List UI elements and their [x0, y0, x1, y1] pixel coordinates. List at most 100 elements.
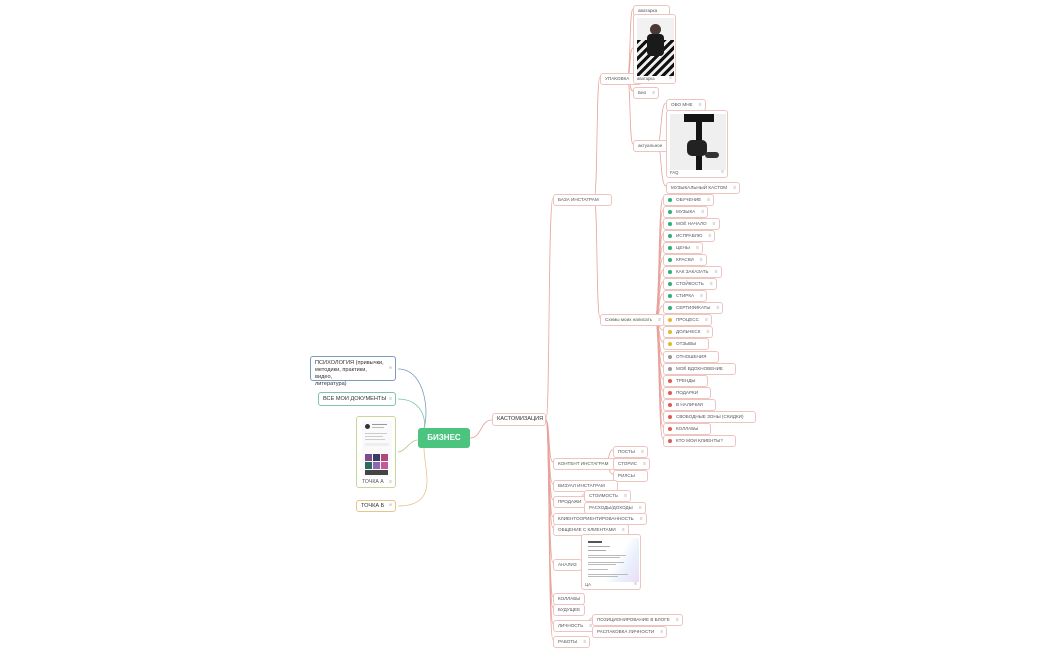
faq-card[interactable]: FAQ ≡ [666, 110, 728, 178]
point-a-thumbnail [362, 421, 392, 477]
psychology-line-1: ПСИХОЛОГИЯ (привычки, [315, 360, 384, 366]
content-label: КОНТЕНТ ИНСТАГРАМ [558, 461, 609, 466]
note-icon: ≡ [389, 479, 392, 485]
customization-node[interactable]: КАСТОМИЗАЦИЯ [492, 413, 546, 426]
topic-item[interactable]: ПРОЦЕСС≡ [663, 314, 712, 326]
topic-item[interactable]: В НАЛИЧИИ [663, 399, 716, 411]
topic-label: ДОЛЬЧЕСК [676, 329, 701, 334]
bio-node[interactable]: Био ≡ [633, 87, 660, 99]
faq-photo [670, 114, 726, 170]
faq-caption: FAQ [670, 170, 679, 175]
client-talk-label: ОБЩЕНИЕ С КЛИЕНТАМИ [558, 527, 616, 532]
topic-color-dot [668, 378, 672, 383]
content-item-reels[interactable]: РИЛСЫ [613, 470, 648, 482]
topic-item[interactable]: ПОДАРКИ [663, 387, 711, 399]
topic-item[interactable]: КОЛЛАБЫ [663, 423, 712, 435]
content-item-posts[interactable]: ПОСТЫ ≡ [613, 446, 648, 458]
note-icon: ≡ [699, 257, 703, 263]
music-custom-label: МУЗЫКАЛЬНЫЙ КАСТОМ [671, 185, 728, 190]
topic-label: СТОЙКОСТЬ [676, 281, 704, 286]
music-custom-node[interactable]: МУЗЫКАЛЬНЫЙ КАСТОМ ≡ [666, 182, 741, 194]
avatar-card[interactable]: аватарка ≡ [633, 14, 676, 84]
note-icon: ≡ [716, 305, 720, 311]
point-b-node[interactable]: ТОЧКА Б ≡ [356, 500, 396, 512]
note-icon: ≡ [708, 233, 712, 239]
topic-item[interactable]: СТИРКА ≡ [663, 290, 708, 302]
note-icon: ≡ [733, 185, 737, 191]
avatar-photo [637, 18, 674, 76]
note-icon: ≡ [705, 317, 708, 323]
content-node[interactable]: КОНТЕНТ ИНСТАГРАМ ≡ [553, 458, 622, 470]
personality-item-label: РАСПАКОВКА ЛИЧНОСТИ [597, 629, 655, 634]
sales-item-cost[interactable]: СТОИМОСТЬ ≡ [584, 490, 632, 502]
topic-item[interactable]: КАК ЗАКАЗАТЬ≡ [663, 266, 722, 278]
topic-color-dot [668, 438, 672, 443]
topic-item[interactable]: ТРЕНДЫ [663, 375, 709, 387]
topic-item[interactable]: ИСПРАВЛЮ ≡ [663, 230, 716, 242]
avatar-top-label: аватарка [638, 8, 658, 13]
topic-label: ОТЗЫВЫ [676, 341, 697, 346]
analysis-card[interactable]: ЦА ≡ [581, 534, 641, 590]
note-icon: ≡ [589, 623, 593, 629]
topic-color-dot [668, 209, 672, 214]
topic-label: СЕРТИФИКАТЫ [676, 305, 711, 310]
instagram-base-label: БАЗА ИНСТАГРАМ [558, 197, 599, 202]
topic-color-dot [668, 341, 672, 346]
note-icon: ≡ [695, 245, 699, 251]
sales-item-label: СТОИМОСТЬ [589, 493, 619, 498]
point-a-label: ТОЧКА А [362, 479, 384, 485]
analysis-node[interactable]: АНАЛИЗ [553, 559, 582, 571]
topic-item[interactable]: ОТНОШЕНИЯ [663, 351, 720, 363]
write-schemes-label: Схемы моих написать [605, 317, 653, 322]
instagram-base-node[interactable]: БАЗА ИНСТАГРАМ [553, 194, 612, 206]
point-b-label: ТОЧКА Б [361, 503, 385, 509]
topic-item[interactable]: МУЗЫКА≡ [663, 206, 709, 218]
note-icon: ≡ [700, 293, 704, 299]
topic-color-dot [668, 305, 672, 310]
topic-item[interactable]: ДОЛЬЧЕСК≡ [663, 326, 714, 338]
all-documents-node[interactable]: ВСЕ МОИ ДОКУМЕНТЫ ≡ [318, 392, 396, 406]
note-icon: ≡ [660, 629, 664, 635]
point-a-card[interactable]: ТОЧКА А ≡ [356, 416, 396, 488]
content-item-stories[interactable]: СТОРИС ≡ [613, 458, 651, 470]
topic-item[interactable]: КТО МОИ КЛИЕНТЫ? [663, 435, 736, 447]
topic-color-dot [668, 221, 672, 226]
topic-item[interactable]: ЦЕНЫ ≡ [663, 242, 703, 254]
works-label: РАБОТЫ [558, 639, 578, 644]
note-icon: ≡ [389, 396, 392, 402]
topic-label: ЦЕНЫ [676, 245, 690, 250]
topic-label: СВОБОДНЫЕ ЗОНЫ (СКИДКИ) [676, 414, 744, 419]
psychology-node[interactable]: ПСИХОЛОГИЯ (привычки, методики, практики… [310, 356, 396, 387]
works-node[interactable]: РАБОТЫ ≡ [553, 636, 591, 648]
topic-color-dot [668, 329, 672, 334]
topic-item[interactable]: СВОБОДНЫЕ ЗОНЫ (СКИДКИ) [663, 411, 757, 423]
topic-item[interactable]: ОТЗЫВЫ [663, 338, 710, 350]
topic-label: КОЛЛАБЫ [676, 426, 699, 431]
personality-node[interactable]: ЛИЧНОСТЬ ≡ [553, 620, 597, 632]
root-node[interactable]: БИЗНЕС [418, 428, 470, 448]
sales-label: ПРОДАЖИ [558, 499, 582, 504]
personality-item-label: ПОЗИЦИОНИРОВАНИЕ В БЛОГЕ [597, 617, 670, 622]
content-item-label: ПОСТЫ [618, 449, 635, 454]
topic-item[interactable]: СЕРТИФИКАТЫ ≡ [663, 302, 724, 314]
future-label: БУДУЩЕЕ [558, 607, 581, 612]
note-icon: ≡ [389, 502, 392, 509]
note-icon: ≡ [634, 581, 637, 587]
topic-label: СТИРКА [676, 293, 695, 298]
personality-item-positioning[interactable]: ПОЗИЦИОНИРОВАНИЕ В БЛОГЕ ≡ [592, 614, 683, 626]
note-icon: ≡ [721, 169, 724, 175]
future-node[interactable]: БУДУЩЕЕ [553, 604, 586, 616]
personality-item-unpacking[interactable]: РАСПАКОВКА ЛИЧНОСТИ ≡ [592, 626, 668, 638]
topic-label: КТО МОИ КЛИЕНТЫ? [676, 438, 723, 443]
note-icon: ≡ [714, 269, 718, 275]
topic-item[interactable]: МОЁ НАЧАЛО≡ [663, 218, 720, 230]
note-icon: ≡ [624, 493, 628, 499]
topic-item[interactable]: ОБУЧЕНИЕ≡ [663, 194, 715, 206]
topic-label: ИСПРАВЛЮ [676, 233, 703, 238]
topic-item[interactable]: СТОЙКОСТЬ≡ [663, 278, 717, 290]
analysis-label: АНАЛИЗ [558, 562, 577, 567]
topic-label: ПОДАРКИ [676, 390, 698, 395]
topic-item[interactable]: КРАСКИ≡ [663, 254, 707, 266]
write-schemes-node[interactable]: Схемы моих написать ≡ [600, 314, 666, 326]
topic-item[interactable]: МОЁ ВДОХНОВЕНИЕ [663, 363, 736, 375]
